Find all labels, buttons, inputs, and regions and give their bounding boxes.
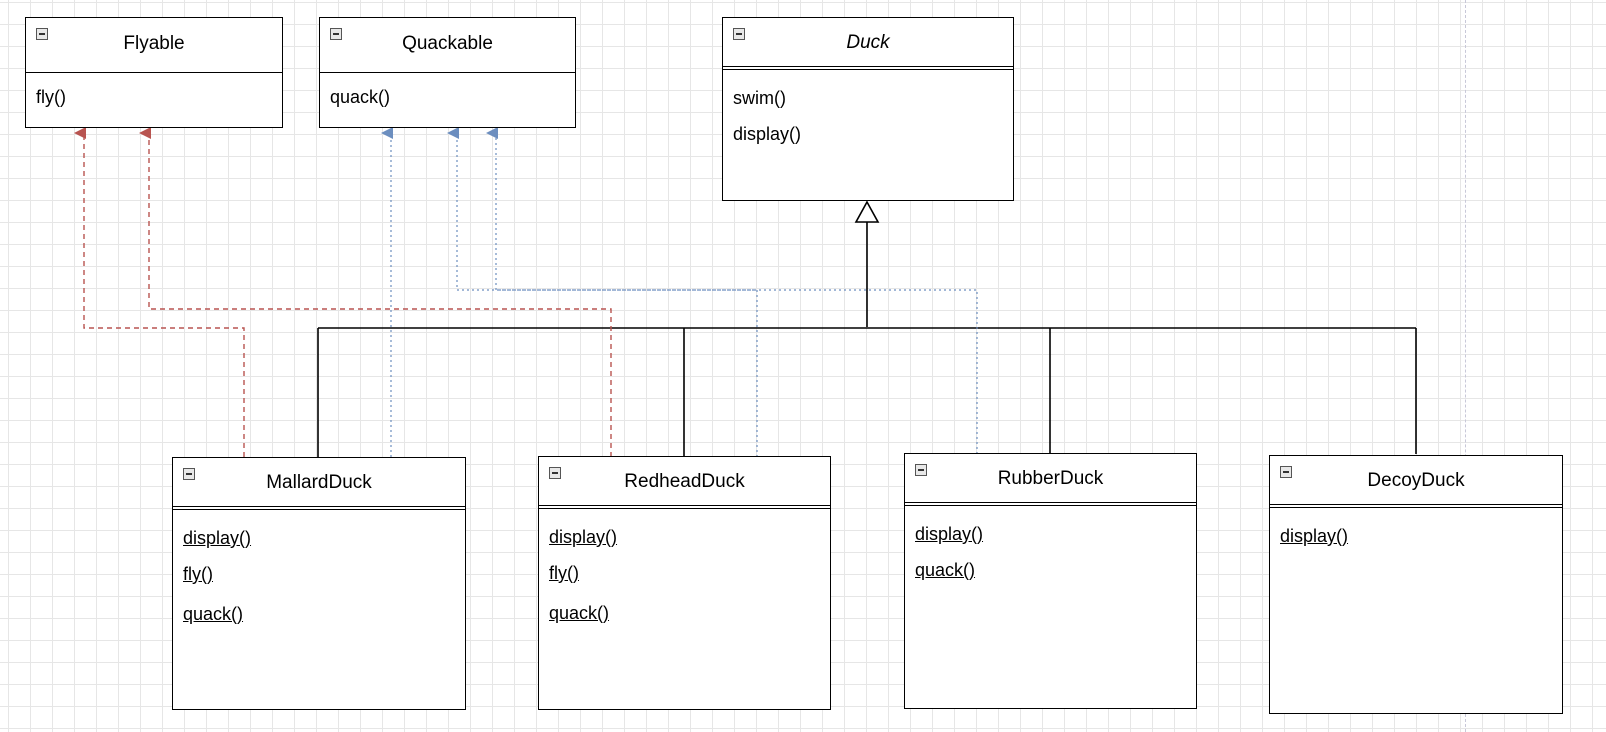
decoy-duck-class[interactable]: DecoyDuck display() [1269,455,1563,714]
decoy-duck-methods: display() [1270,508,1562,556]
flyable-header: Flyable [26,18,282,73]
attribute-divider [1270,504,1562,508]
quackable-class-name: Quackable [402,33,493,54]
collapse-icon[interactable] [1280,466,1292,478]
rubber-duck-header: RubberDuck [905,454,1196,502]
redhead-to-flyable-link [139,127,612,457]
decoy-duck-header: DecoyDuck [1270,456,1562,504]
redhead-duck-methods: display() fly() quack() [539,509,830,637]
attribute-divider [723,66,1013,70]
mallard-duck-methods: display() fly() quack() [173,510,465,638]
duck-method-display: display() [733,124,802,144]
flyable-method-fly: fly() [36,87,66,107]
collapse-icon[interactable] [915,464,927,476]
rubber-duck-class[interactable]: RubberDuck display() quack() [904,453,1197,709]
flyable-class-name: Flyable [123,33,185,54]
dashed-guide-line [1465,0,1466,732]
rubber-to-quackable-link [486,127,978,454]
attribute-divider [539,505,830,509]
rubber-duck-methods: display() quack() [905,506,1196,594]
mallard-duck-class[interactable]: MallardDuck display() fly() quack() [172,457,466,710]
redhead-duck-class-name: RedheadDuck [624,471,745,492]
redhead-method-quack: quack() [549,603,610,623]
decoy-duck-class-name: DecoyDuck [1367,470,1465,491]
redhead-to-quackable-link [447,127,758,457]
collapse-icon[interactable] [183,468,195,480]
duck-header: Duck [723,18,1013,66]
quackable-links [381,127,978,457]
redhead-method-display: display() [549,527,618,547]
mallard-method-fly: fly() [183,564,213,584]
quackable-class[interactable]: Quackable quack() [319,17,576,128]
rubber-method-quack: quack() [915,560,976,580]
mallard-duck-class-name: MallardDuck [266,472,372,493]
decoy-method-display: display() [1280,526,1349,546]
redhead-method-fly: fly() [549,563,579,583]
mallard-to-flyable-link [74,127,245,457]
mallard-method-display: display() [183,528,252,548]
flyable-class[interactable]: Flyable fly() [25,17,283,128]
duck-class-name: Duck [846,32,890,53]
quackable-methods: quack() [320,73,575,121]
quackable-header: Quackable [320,18,575,73]
redhead-duck-header: RedheadDuck [539,457,830,505]
flyable-methods: fly() [26,73,282,121]
collapse-icon[interactable] [330,28,342,40]
mallard-duck-header: MallardDuck [173,458,465,506]
inheritance-triangle-icon [854,200,880,223]
duck-methods: swim() display() [723,70,1013,158]
attribute-divider [173,506,465,510]
collapse-icon[interactable] [549,467,561,479]
attribute-divider [905,502,1196,506]
redhead-duck-class[interactable]: RedheadDuck display() fly() quack() [538,456,831,710]
inheritance-links [317,220,1417,457]
collapse-icon[interactable] [36,28,48,40]
collapse-icon[interactable] [733,28,745,40]
mallard-method-quack: quack() [183,604,244,624]
flyable-links [74,127,612,457]
rubber-method-display: display() [915,524,984,544]
duck-method-swim: swim() [733,88,786,108]
quackable-method-quack: quack() [330,87,391,107]
rubber-duck-class-name: RubberDuck [997,468,1104,489]
duck-class[interactable]: Duck swim() display() [722,17,1014,201]
